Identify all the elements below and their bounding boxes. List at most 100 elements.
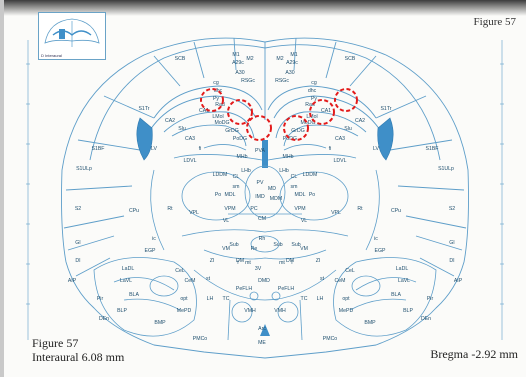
region-label-mirror: S2 [449, 206, 455, 212]
region-label-mirror: M2 [276, 56, 283, 62]
region-label-mirror: LMol [306, 114, 317, 120]
region-label-mirror: LV [373, 146, 379, 152]
region-label: M1 [232, 52, 239, 58]
region-label: Pir [97, 296, 104, 302]
region-label: LHb [241, 168, 251, 174]
region-label: MHb [237, 154, 248, 160]
region-label-mirror: Rad [305, 102, 315, 108]
highlight-ca1-right-outer [334, 88, 358, 112]
region-label: PMCo [193, 336, 208, 342]
highlight-dg-right [283, 115, 309, 141]
region-label-mirror: CA1 [321, 108, 331, 114]
hippocampus-left [149, 85, 263, 151]
region-label: Rh [259, 236, 266, 242]
inset-diagram [44, 18, 100, 47]
region-label-mirror: VPL [331, 210, 341, 216]
region-label-mirror: LaVL [398, 278, 410, 284]
region-label: PoDG [233, 136, 247, 142]
region-label: f [237, 260, 239, 266]
region-label: VMH [244, 308, 256, 314]
region-label: cg [213, 80, 219, 86]
third-ventricle-dorsal [262, 140, 268, 168]
region-label-mirror: ic [374, 236, 378, 242]
lateral-ventricle-right [377, 117, 394, 161]
region-label: LaVL [120, 278, 132, 284]
region-label-mirror: GI [449, 240, 454, 246]
region-label-mirror: LaDL [396, 266, 409, 272]
region-label: GI [75, 240, 80, 246]
region-label: LH [207, 296, 214, 302]
region-label: CeL [175, 268, 185, 274]
region-label: IMD [255, 194, 265, 200]
region-label-mirror: MoDG [301, 120, 316, 126]
region-label-mirror: Pir [427, 296, 434, 302]
region-label-mirror: DEn [421, 316, 431, 322]
scale-ticks-right [500, 40, 504, 340]
region-label: dhc [214, 88, 223, 94]
region-label-mirror: Sub [229, 242, 238, 248]
region-label: AIP [68, 278, 77, 284]
region-label-mirror: BLA [391, 292, 401, 298]
region-label-mirror: CL [233, 174, 240, 180]
region-label-mirror: ZI [316, 258, 321, 264]
region-label-mirror: sm [291, 184, 298, 190]
region-label-mirror: dhc [308, 88, 317, 94]
region-label: LaDL [122, 266, 135, 272]
atlas-page: D Interaural Figure 57 [4, 0, 526, 377]
region-label: DEn [99, 316, 109, 322]
region-label: S1BF [92, 146, 105, 152]
region-label: sm [233, 184, 240, 190]
region-label: Sub [291, 242, 300, 248]
region-label: A29c [232, 60, 244, 66]
region-label: CM [258, 216, 266, 222]
region-label-mirror: VMH [274, 308, 286, 314]
region-label-mirror: VM [300, 246, 308, 252]
region-label: CeM [185, 278, 196, 284]
page-top-shadow [4, 0, 526, 16]
region-label-mirror: Py [311, 96, 317, 102]
region-label: VL [301, 218, 307, 224]
region-label-mirror: SCB [345, 56, 356, 62]
region-label: VPL [189, 210, 199, 216]
region-label-mirror: GrDG [291, 128, 305, 134]
region-label-mirror: S1BF [426, 146, 439, 152]
region-label: LV [151, 146, 157, 152]
scale-ticks-left [26, 40, 30, 340]
region-label: CA2 [165, 118, 175, 124]
region-label-mirror: MHb [283, 154, 294, 160]
region-label-mirror: PMCo [323, 336, 338, 342]
region-label: Py [213, 96, 219, 102]
region-label: S2 [75, 206, 81, 212]
region-label-mirror: PeFLH [278, 286, 294, 292]
region-label: fi [199, 146, 202, 152]
region-label: 3V [255, 266, 262, 272]
region-label-mirror: S1ULp [438, 166, 454, 172]
thalamus-outline [150, 154, 380, 341]
region-label: Sub [273, 242, 282, 248]
region-label-mirror: DM [236, 258, 244, 264]
region-label: GrDG [225, 128, 239, 134]
region-label-mirror: DI [449, 258, 454, 264]
region-label: PC [250, 206, 257, 212]
highlight-dg-left [246, 115, 272, 141]
highlight-ca1-left-outer [200, 88, 224, 112]
region-label-mirror: A30 [285, 70, 294, 76]
interaural-label: Interaural 6.08 mm [32, 350, 125, 364]
region-label-mirror: S1Tr [380, 106, 391, 112]
region-label: ME [258, 340, 266, 346]
region-label: S1ULp [76, 166, 92, 172]
region-label-mirror: RSGc [275, 78, 289, 84]
highlight-ca1-right-mid [309, 99, 335, 125]
region-label-mirror: VL [223, 218, 229, 224]
region-label: Re [251, 246, 258, 252]
third-ventricle-ventral [260, 324, 270, 336]
region-label: opt [180, 296, 188, 302]
region-label: EGP [145, 248, 156, 254]
region-label-mirror: cg [311, 80, 317, 86]
region-label-mirror: Slu [344, 126, 352, 132]
region-label: S1Tr [138, 106, 149, 112]
region-label-mirror: A29c [286, 60, 298, 66]
overview-inset: D Interaural [38, 12, 106, 60]
